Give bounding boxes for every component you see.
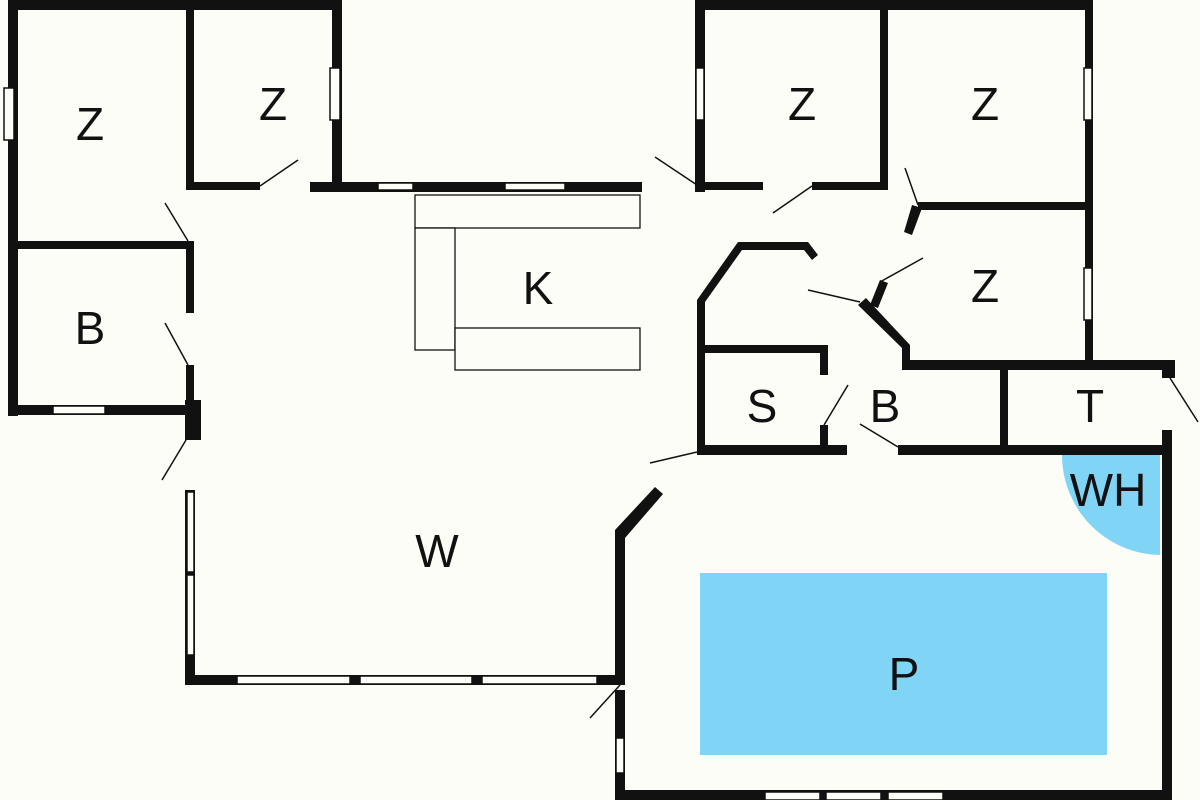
kitchen-counters bbox=[414, 194, 641, 371]
room-label-pool: P bbox=[889, 648, 920, 700]
room-label-kitchen: K bbox=[523, 262, 554, 314]
room-label-whirlpool: WH bbox=[1070, 464, 1147, 516]
room-label-bedroom-5: Z bbox=[971, 260, 999, 312]
whirlpool-area bbox=[1062, 455, 1160, 555]
room-label-bathroom-2: B bbox=[870, 380, 901, 432]
door-swings bbox=[161, 156, 1199, 719]
pool-area bbox=[700, 573, 1107, 755]
room-label-utility: T bbox=[1076, 380, 1104, 432]
room-label-bedroom-4: Z bbox=[971, 78, 999, 130]
windows bbox=[3, 67, 1093, 800]
room-label-bedroom-1: Z bbox=[76, 98, 104, 150]
room-label-sauna: S bbox=[747, 380, 778, 432]
room-label-bedroom-3: Z bbox=[788, 78, 816, 130]
room-label-bedroom-2: Z bbox=[259, 78, 287, 130]
room-label-living: W bbox=[415, 525, 459, 577]
room-label-bathroom-1: B bbox=[75, 302, 106, 354]
